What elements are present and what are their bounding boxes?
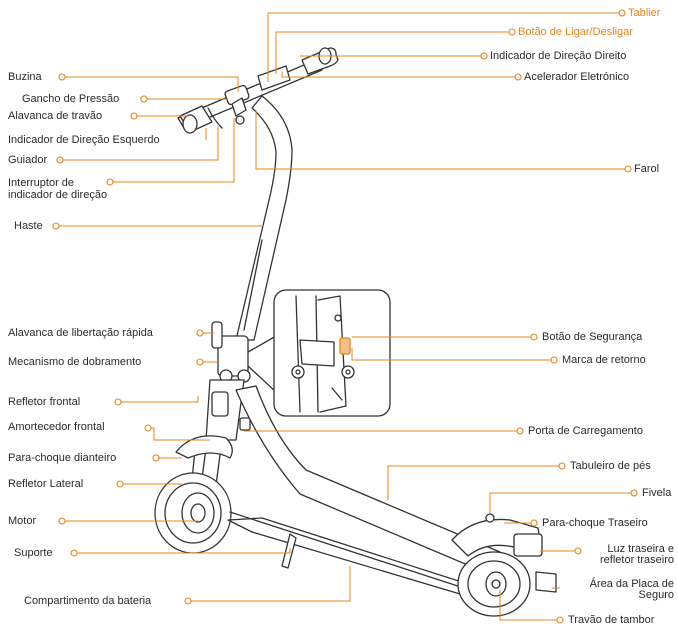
label-drum-brake: Travão de tambor: [568, 614, 655, 626]
line-power-button: [275, 31, 512, 74]
plate-area-drawing: [535, 571, 557, 593]
kickstand-drawing: [281, 533, 297, 569]
label-folding-mechanism: Mecanismo de dobramento: [8, 356, 142, 368]
line-horn: [62, 76, 239, 92]
line-headlight: [255, 110, 628, 170]
label-handlebar: Guiador: [8, 154, 48, 166]
label-charging-port: Porta de Carregamento: [528, 425, 643, 437]
label-turn-switch-line1: Interruptor de: [8, 177, 75, 189]
line-footboard: [387, 465, 562, 500]
label-taillight-line2: refletor traseiro: [600, 554, 674, 566]
label-footboard: Tabuleiro de pés: [570, 460, 651, 472]
line-front-reflector: [118, 396, 199, 403]
folding-closeup-inset: [247, 289, 391, 417]
label-front-fender: Para-choque dianteiro: [8, 452, 117, 464]
line-return-mark: [351, 348, 554, 361]
label-kickstand: Suporte: [14, 547, 53, 559]
callout-lines: [56, 12, 634, 621]
line-buckle: [489, 492, 634, 514]
label-side-reflector: Refletor Lateral: [8, 478, 84, 490]
label-turn-switch-line2: indicador de direção: [8, 189, 108, 201]
rear-wheel-drawing: [457, 551, 531, 617]
label-front-reflector: Refletor frontal: [8, 396, 81, 408]
line-tablier: [267, 12, 622, 82]
label-front-shock: Amortecedor frontal: [8, 421, 105, 433]
label-safety-button: Botão de Segurança: [542, 331, 643, 343]
label-headlight: Farol: [634, 163, 660, 175]
line-handlebar: [60, 126, 219, 161]
callout-dots: [52, 9, 638, 624]
line-throttle: [281, 72, 518, 78]
label-return-mark: Marca de retorno: [562, 354, 646, 366]
line-drum-brake: [499, 590, 560, 621]
label-quick-release: Alavanca de libertação rápida: [8, 327, 153, 339]
label-battery: Compartimento da bateria: [24, 595, 152, 607]
line-battery: [188, 566, 351, 602]
buckle-drawing: [485, 513, 495, 523]
label-power-button: Botão de Ligar/Desligar: [518, 26, 633, 38]
deck-drawing: [227, 385, 501, 595]
taillight-drawing: [513, 533, 543, 557]
label-stem: Haste: [14, 220, 43, 232]
label-buckle: Fivela: [642, 487, 672, 499]
label-turn-switch: Interruptor de indicador de direção: [8, 177, 107, 201]
front-fender-drawing: [175, 435, 233, 459]
label-throttle: Acelerador Eletrónico: [524, 71, 630, 83]
label-rear-fender: Para-choque Traseiro: [542, 517, 648, 529]
label-taillight-line1: Luz traseira e: [607, 543, 674, 555]
label-pressure-hook: Gancho de Pressão: [22, 93, 120, 105]
label-plate-area: Área da Placa de Seguro: [566, 579, 674, 601]
label-plate-area-line2: Seguro: [638, 589, 674, 601]
handlebar-drawing: [177, 47, 339, 134]
front-wheel-drawing: [154, 472, 232, 554]
line-turn-switch: [110, 118, 235, 183]
label-motor: Motor: [8, 515, 37, 527]
label-taillight: Luz traseira e refletor traseiro: [586, 544, 674, 566]
line-kickstand: [74, 548, 291, 554]
label-turn-left: Indicador de Direção Esquerdo: [8, 134, 160, 146]
label-plate-area-line1: Área da Placa de: [589, 578, 674, 590]
label-turn-right: Indicador de Direção Direito: [490, 50, 627, 62]
label-horn: Buzina: [8, 71, 42, 83]
label-brake-lever: Alavanca de travão: [8, 110, 103, 122]
label-tablier: Tablier: [628, 7, 661, 19]
folding-mechanism-drawing: [211, 321, 251, 383]
